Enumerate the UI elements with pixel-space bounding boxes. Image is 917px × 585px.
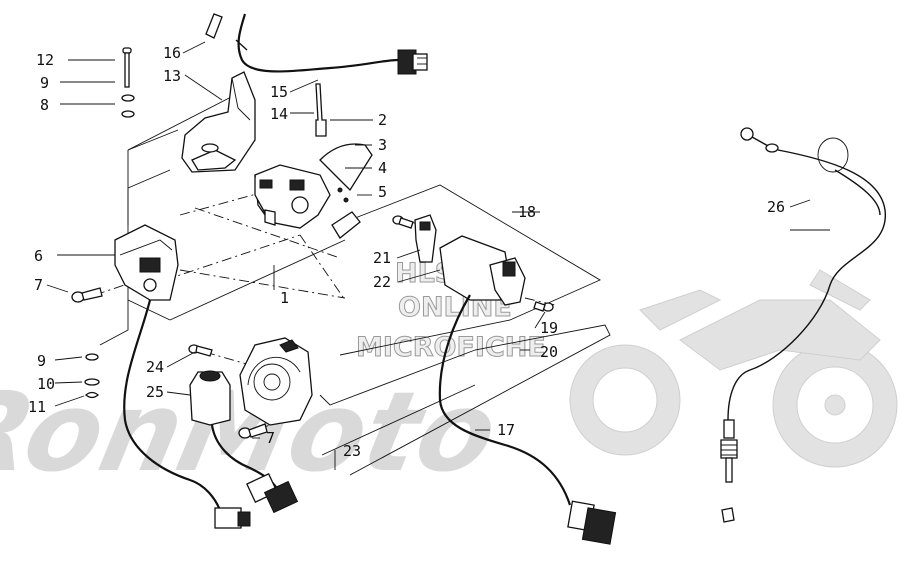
callout-3: 3 xyxy=(378,136,387,154)
assembly-outlines xyxy=(94,94,611,476)
callout-6: 6 xyxy=(34,247,43,265)
callout-9-bottom: 10 xyxy=(37,375,55,393)
callout-8-bottom: 9 xyxy=(37,352,46,370)
callout-19: 20 xyxy=(540,343,558,361)
callout-20: 21 xyxy=(373,249,391,267)
callout-4: 4 xyxy=(378,159,387,177)
part-11-bolt xyxy=(122,47,132,88)
callout-12: 13 xyxy=(163,67,181,85)
part-9-washer-top xyxy=(121,94,135,102)
part-6-housing xyxy=(114,224,179,301)
part-5-plate xyxy=(331,211,361,239)
callout-1: 1 xyxy=(280,289,289,307)
part-25-26-cable xyxy=(720,127,886,523)
part-2-cover xyxy=(319,143,373,192)
part-22-rotor-housing xyxy=(239,337,313,426)
leader-lines xyxy=(46,41,830,470)
part-6-wire xyxy=(123,299,222,511)
part-3-spring xyxy=(337,187,343,193)
part-24-connector xyxy=(246,473,299,514)
callout-2: 2 xyxy=(378,111,387,129)
callout-7-left: 7 xyxy=(34,276,43,294)
part-12-bracket xyxy=(181,71,256,173)
callout-15: 16 xyxy=(163,44,181,62)
part-9-washer-bottom xyxy=(84,378,100,386)
callout-9-top: 9 xyxy=(40,74,49,92)
callout-18: 19 xyxy=(540,319,558,337)
callout-23: 24 xyxy=(146,358,164,376)
callout-16: 17 xyxy=(497,421,515,439)
part-4-ball xyxy=(343,197,349,203)
motorcycle-watermark-icon xyxy=(569,269,898,468)
part-1-switch-housing xyxy=(254,164,331,229)
part-24-sensor xyxy=(189,370,231,426)
part-23-screw xyxy=(188,344,213,357)
part-16-connector xyxy=(567,500,617,545)
callout-25: 26 xyxy=(767,198,785,216)
callout-8-top: 8 xyxy=(40,96,49,114)
part-14-wire-harness xyxy=(235,13,428,75)
part-8-washer-bottom xyxy=(85,353,99,361)
part-6-connector xyxy=(214,507,251,529)
callout-labels: 12 9 8 16 13 15 14 2 3 4 5 6 7 1 9 10 11… xyxy=(28,44,785,460)
callout-21: 22 xyxy=(373,273,391,291)
part-13-terminal xyxy=(315,83,327,137)
callout-11: 12 xyxy=(36,51,54,69)
part-8-washer-top xyxy=(121,110,135,118)
part-10-nut xyxy=(84,391,100,399)
part-15-fuse-holder xyxy=(205,13,223,39)
callout-10: 11 xyxy=(28,398,46,416)
callout-13: 14 xyxy=(270,105,288,123)
watermark: RonMoto HLSM'S ONLINE MICROFICHE xyxy=(0,258,898,497)
callout-24: 25 xyxy=(146,383,164,401)
callout-5: 5 xyxy=(378,183,387,201)
part-7-screw-left xyxy=(71,287,103,303)
part-21-bracket xyxy=(414,214,437,263)
part-18-screw xyxy=(533,301,554,312)
part-19-module xyxy=(439,235,526,306)
callout-14: 15 xyxy=(270,83,288,101)
part-7-screw-lower xyxy=(238,423,268,439)
part-20-screw xyxy=(392,215,414,229)
part-16-wire xyxy=(438,294,572,506)
callout-22: 23 xyxy=(343,442,361,460)
callout-17: 18 xyxy=(518,203,536,221)
callout-7-lower: 7 xyxy=(266,429,275,447)
